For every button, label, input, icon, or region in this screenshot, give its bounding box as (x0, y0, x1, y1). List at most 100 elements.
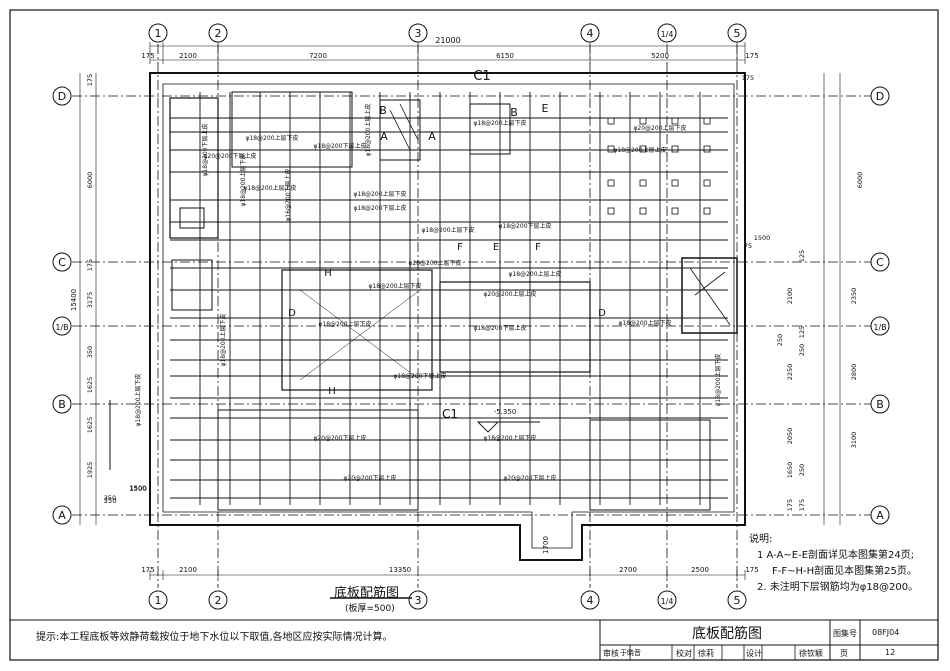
column-square (703, 117, 711, 125)
plan-label-sec-a2: A (428, 130, 436, 143)
column-square (703, 145, 711, 153)
axis-label: 4 (587, 27, 594, 40)
dim-top-total: 21000 (435, 36, 460, 45)
rebar-annotation: φ18@200上层下皮 (245, 134, 298, 142)
axis-bubble (408, 590, 428, 610)
dim-right-part: 2250 (786, 364, 794, 381)
dim-left-part: 6000 (86, 172, 94, 189)
axis-bubble (148, 23, 168, 43)
column-square (703, 179, 711, 187)
dim-right-part: 1500 (754, 234, 771, 242)
slab-outline-inner (162, 83, 735, 549)
plan-label-sec-a1: A (380, 130, 388, 143)
dim-right-part: 75 (744, 242, 752, 250)
sheet-frame (9, 9, 939, 661)
axis-label: 2 (215, 594, 222, 607)
dim-right-part: 2050 (786, 428, 794, 445)
rebar-annotation: φ18@200下层上皮 (313, 142, 366, 150)
axis-label: 1/B (55, 323, 68, 332)
axis-bubble (870, 505, 890, 525)
plan-label-sec-f2: F (535, 242, 541, 253)
title-block-design-name: 徐钦颖 (799, 649, 823, 658)
axis-label: C (58, 256, 66, 269)
dim-bottom-part: 175 (745, 566, 758, 574)
note-2: 2. 未注明下层钢筋均为φ18@200。 (757, 582, 919, 593)
notes-head: 说明: (749, 534, 773, 545)
title-block-review-name: 于晓音 (620, 649, 641, 657)
plan-label-dim-1700: 1700 (542, 536, 550, 554)
note-1b: F-F~H-H剖面见本图集第25页。 (772, 566, 917, 577)
bottom-note: 提示:本工程底板等效静荷载按位于地下水位以下取值,各地区应按实际情况计算。 (36, 632, 393, 643)
dim-top-part: 6150 (496, 52, 514, 60)
rebar-annotation: φ20@200上层下皮 (633, 124, 686, 132)
dim-left-part: 1625 (86, 417, 94, 434)
title-block-set-value: 08FJ04 (872, 628, 900, 637)
rebar-annotation: φ18@200下层上皮 (201, 123, 209, 176)
dim-right-part: 175 (786, 499, 794, 511)
plan-label-c1-top: C1 (473, 69, 490, 84)
plan-label-dim-1500: 1500 (129, 485, 147, 493)
plan-label-sec-d2: D (598, 308, 606, 319)
title-block-review-label: 审核 (603, 649, 619, 658)
rebar-annotation: φ18@200上层上皮 (508, 270, 561, 278)
column-square (639, 179, 647, 187)
plan-label-sec-h2: H (328, 386, 336, 397)
dim-left-part: 3175 (86, 292, 94, 309)
dim-right-part: 250 (798, 464, 806, 476)
rebar-annotation: φ20@200下层上皮 (203, 152, 256, 160)
axis-label: 1/B (873, 323, 886, 332)
slab-outline (149, 72, 746, 561)
dim-top-part: 2100 (179, 52, 197, 60)
axis-bubble (870, 394, 890, 414)
rebar-annotation: φ20@200上层下皮 (408, 259, 461, 267)
column-square (671, 207, 679, 215)
axis-label: 1 (155, 594, 162, 607)
axis-bubble (52, 505, 72, 525)
plan-label-elev: -5.350 (494, 408, 517, 416)
axis-label: D (58, 90, 66, 103)
rebar-annotation: φ18@200上层上皮 (364, 103, 372, 156)
dim-left-part: 175 (86, 259, 94, 271)
dim-bottom-part: 13350 (389, 566, 411, 574)
dim-right-part: 2350 (850, 288, 858, 305)
dim-left-total: 15400 (70, 289, 78, 311)
rebar-annotation: φ18@200上层下皮 (353, 190, 406, 198)
axis-bubble (148, 590, 168, 610)
axis-label: A (58, 509, 66, 522)
rebar-annotation: φ18@200上层下皮 (318, 320, 371, 328)
dim-bottom-part: 2500 (691, 566, 709, 574)
rebar-annotation: φ18@200上层下皮 (421, 226, 474, 234)
column-square (639, 145, 647, 153)
dim-right-part: 2100 (786, 288, 794, 305)
title-block-set-label: 图集号 (833, 629, 857, 638)
axis-bubble (657, 590, 677, 610)
axis-bubble (52, 86, 72, 106)
axis-bubble (208, 590, 228, 610)
axis-bubble (52, 394, 72, 414)
axis-label: D (876, 90, 884, 103)
rebar-annotation: φ18@200上层上皮 (243, 184, 296, 192)
dim-left-part: 350 (86, 346, 94, 358)
dim-top-part: 175 (141, 52, 154, 60)
pit-9 (589, 419, 711, 511)
title-block-check-name: 徐莉 (698, 649, 714, 658)
column-square (703, 207, 711, 215)
slab-plan (109, 72, 746, 561)
axis-label: 3 (415, 27, 422, 40)
dim-top-part: 7200 (309, 52, 327, 60)
rebar-annotation: φ18@200下层上皮 (353, 204, 406, 212)
rebar-annotation: φ16@200下层上皮 (284, 168, 292, 221)
axis-bubble (870, 316, 890, 336)
axis-label: 5 (734, 594, 741, 607)
axis-label: 3 (415, 594, 422, 607)
note-1a: 1 A-A~E-E剖面详见本图集第24页; (757, 550, 915, 561)
axis-label: 1 (155, 27, 162, 40)
axis-label: C (876, 256, 884, 269)
rebar-annotation: φ18@200上层下皮 (134, 373, 142, 426)
elevation-mark (476, 421, 540, 433)
dim-right-part: 250 (798, 344, 806, 356)
column-square (607, 179, 615, 187)
column-square (607, 145, 615, 153)
